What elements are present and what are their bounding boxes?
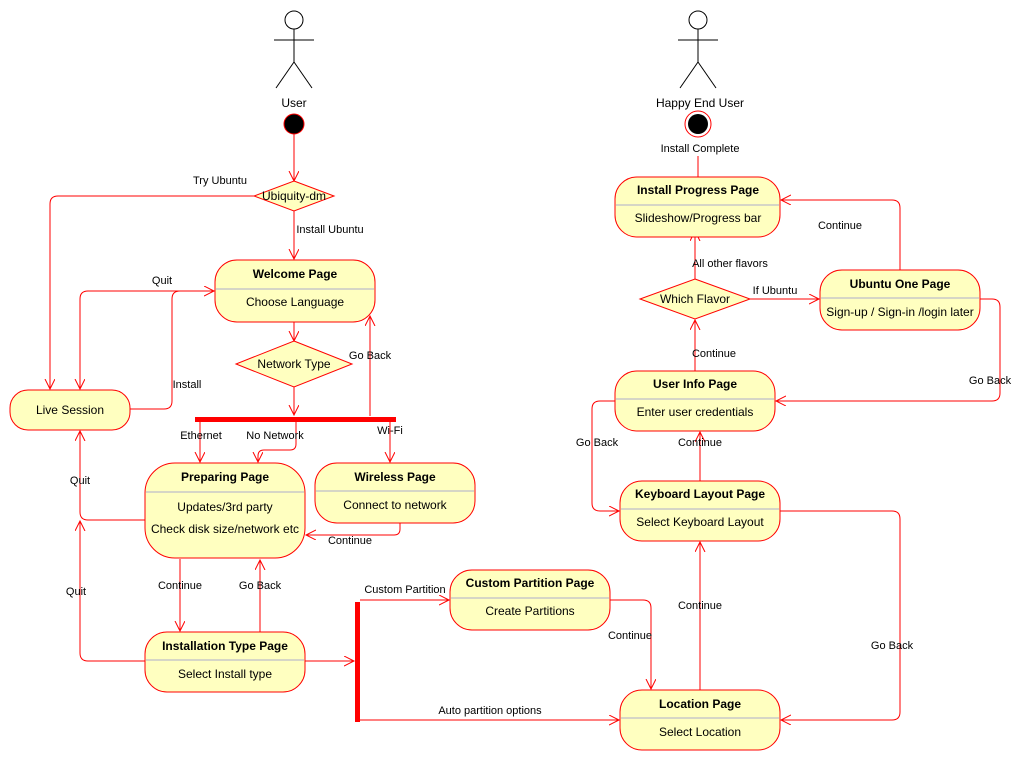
label-go-back-network: Go Back <box>349 350 392 362</box>
node-install-progress-page: Install Progress Page Slideshow/Progress… <box>614 176 781 238</box>
label-install-ubuntu: Install Ubuntu <box>296 224 363 236</box>
label-go-back-keyboard: Go Back <box>871 640 914 652</box>
edge-quit-preparing <box>80 431 146 521</box>
label-try-ubuntu: Try Ubuntu <box>193 175 247 187</box>
edge-continue-ubuntu-one <box>781 200 901 270</box>
end-node <box>684 110 712 138</box>
label-if-ubuntu: If Ubuntu <box>753 285 798 297</box>
node-welcome-page: Welcome Page Choose Language <box>214 259 376 323</box>
edge-try-ubuntu <box>50 195 255 389</box>
label-install-complete: Install Complete <box>661 143 740 155</box>
label-go-back-user-info: Go Back <box>576 437 619 449</box>
node-title: Live Session <box>36 403 104 417</box>
label-go-back-ubuntu-one: Go Back <box>969 375 1012 387</box>
label-quit-preparing: Quit <box>70 475 90 487</box>
fork-bar-network <box>195 417 396 422</box>
edge-go-back-ubuntu-one <box>776 298 1001 401</box>
decision-network-type-label: Network Type <box>257 357 330 371</box>
label-continue-ubuntu-one: Continue <box>818 220 862 232</box>
start-node <box>283 113 305 135</box>
label-all-other-flavors: All other flavors <box>692 258 768 270</box>
edge-labels: Install Ubuntu Try Ubuntu Quit Install G… <box>66 143 1012 717</box>
label-continue-location: Continue <box>678 600 722 612</box>
node-title: Location Page <box>659 697 741 711</box>
node-wireless-page: Wireless Page Connect to network <box>314 462 476 524</box>
label-custom-partition: Custom Partition <box>364 584 445 596</box>
actor-happy-end-user-label: Happy End User <box>656 96 744 110</box>
node-body: Sign-up / Sign-in /login later <box>826 305 973 319</box>
node-title: User Info Page <box>653 377 737 391</box>
node-keyboard-layout-page: Keyboard Layout Page Select Keyboard Lay… <box>619 480 781 542</box>
label-continue-keyboard: Continue <box>678 437 722 449</box>
edge-install <box>130 291 214 410</box>
node-body: Choose Language <box>246 295 344 309</box>
node-body: Slideshow/Progress bar <box>635 211 762 225</box>
node-title: Custom Partition Page <box>466 576 595 590</box>
node-title: Welcome Page <box>253 267 338 281</box>
decision-which-flavor-label: Which Flavor <box>660 292 730 306</box>
node-preparing-page: Preparing Page Updates/3rd party Check d… <box>144 462 306 559</box>
decision-which-flavor: Which Flavor <box>638 278 752 320</box>
label-go-back-install-type: Go Back <box>239 580 282 592</box>
label-quit-welcome: Quit <box>152 275 172 287</box>
actor-happy-end-user: Happy End User <box>656 10 744 110</box>
label-no-network: No Network <box>246 430 304 442</box>
node-custom-partition-page: Custom Partition Page Create Partitions <box>449 569 611 631</box>
node-body: Updates/3rd party <box>177 500 272 514</box>
decision-network-type: Network Type <box>234 340 354 388</box>
label-continue-wireless: Continue <box>328 535 372 547</box>
edge-quit-welcome <box>80 290 215 389</box>
node-title: Wireless Page <box>354 470 436 484</box>
label-continue-custom: Continue <box>608 630 652 642</box>
node-title: Installation Type Page <box>162 639 288 653</box>
edge-go-back-keyboard <box>780 510 901 720</box>
node-ubuntu-one-page: Ubuntu One Page Sign-up / Sign-in /login… <box>819 269 981 331</box>
edge-go-back-user-info <box>591 400 619 511</box>
node-body: Select Location <box>659 725 741 739</box>
edge-continue-wireless <box>306 523 401 535</box>
actor-user-label: User <box>281 96 306 110</box>
edge-quit-install-type <box>80 521 146 662</box>
node-title: Keyboard Layout Page <box>635 487 765 501</box>
label-wifi: Wi-Fi <box>377 425 403 437</box>
decision-ubiquity: Ubiquity-dm <box>252 180 336 212</box>
node-title: Install Progress Page <box>637 183 759 197</box>
node-body: Create Partitions <box>485 604 574 618</box>
label-install: Install <box>173 379 202 391</box>
label-auto-partition: Auto partition options <box>438 705 542 717</box>
decision-ubiquity-label: Ubiquity-dm <box>262 189 326 203</box>
label-continue-preparing: Continue <box>158 580 202 592</box>
node-body: Check disk size/network etc <box>151 522 299 536</box>
node-title: Ubuntu One Page <box>850 277 951 291</box>
node-live-session: Live Session <box>9 389 131 431</box>
node-body: Enter user credentials <box>637 405 754 419</box>
node-body: Connect to network <box>343 498 447 512</box>
edge-no-network <box>258 422 297 462</box>
label-continue-user-info: Continue <box>692 348 736 360</box>
node-body: Select Keyboard Layout <box>636 515 764 529</box>
actor-user: User <box>274 10 314 110</box>
node-body: Select Install type <box>178 667 272 681</box>
node-title: Preparing Page <box>181 470 269 484</box>
node-user-info-page: User Info Page Enter user credentials <box>614 370 776 432</box>
node-location-page: Location Page Select Location <box>619 689 781 751</box>
edges <box>50 134 1001 720</box>
node-installation-type-page: Installation Type Page Select Install ty… <box>144 631 306 693</box>
label-quit-install-type: Quit <box>66 586 86 598</box>
edge-continue-custom <box>610 599 651 689</box>
fork-bar-partition <box>355 602 360 722</box>
label-ethernet: Ethernet <box>180 430 222 442</box>
